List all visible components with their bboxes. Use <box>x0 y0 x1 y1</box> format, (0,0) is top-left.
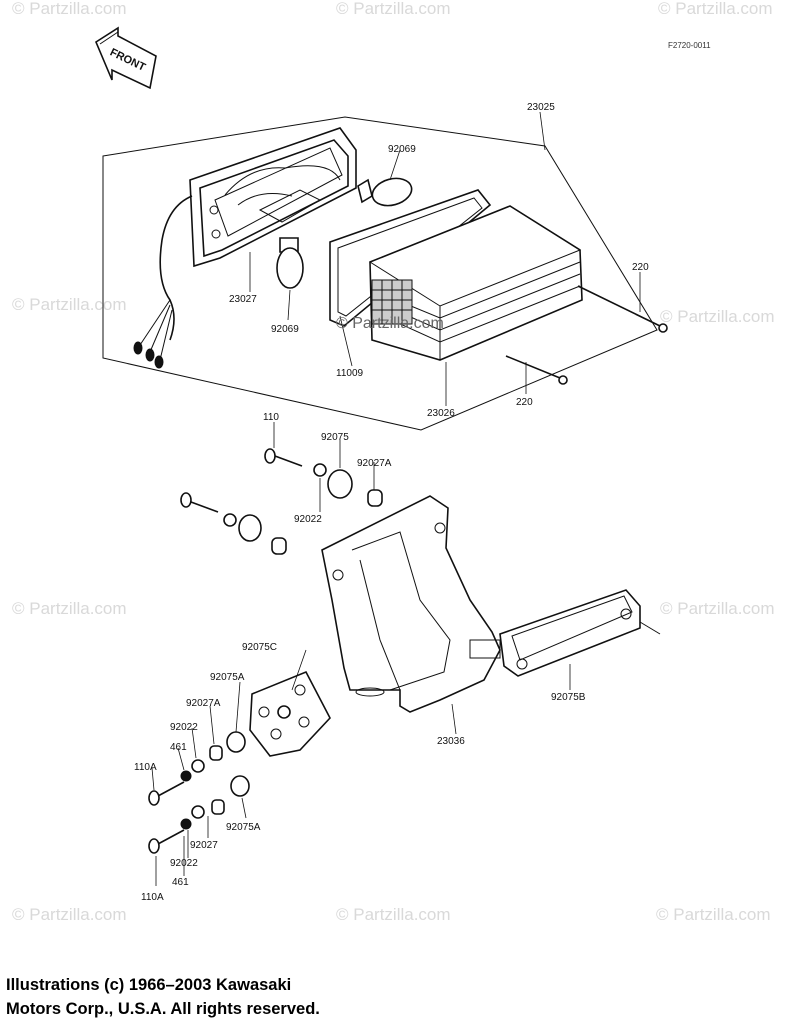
part-label: 23036 <box>437 736 465 747</box>
part-label: 92069 <box>271 324 299 335</box>
watermark: © Partzilla.com <box>12 599 127 618</box>
figure-code: F2720-0011 <box>668 41 711 50</box>
assembly-outline <box>102 116 658 431</box>
watermark: © Partzilla.com <box>12 905 127 924</box>
bolt-110 <box>264 448 303 467</box>
screw-220-lower <box>505 355 568 385</box>
leader-lines <box>151 111 641 886</box>
part-labels: 23025 92069 23027 92069 11009 23026 220 … <box>134 102 649 903</box>
watermark: © Partzilla.com <box>658 0 773 18</box>
part-label: 23027 <box>229 294 257 305</box>
screw-220-right <box>577 285 668 333</box>
bolt-set-left <box>180 492 287 555</box>
watermark: © Partzilla.com <box>656 905 771 924</box>
part-label: 11009 <box>336 368 364 379</box>
bulb-lower <box>276 237 304 289</box>
front-arrow: FRONT <box>95 26 157 90</box>
wiring-harness <box>133 195 193 369</box>
bulb-upper <box>357 177 413 207</box>
part-label: 23025 <box>527 102 555 113</box>
part-label: 110A <box>134 762 157 773</box>
part-label: 220 <box>632 262 649 273</box>
part-label: 110 <box>263 412 279 423</box>
collar-92027a <box>367 489 383 507</box>
part-label: 23026 <box>427 408 455 419</box>
watermark: © Partzilla.com <box>336 905 451 924</box>
part-label: 461 <box>172 877 189 888</box>
fastener-stack-upper <box>148 731 246 806</box>
fastener-stack-lower <box>148 775 250 854</box>
part-label: 92075A <box>210 672 245 683</box>
copyright-notice: Illustrations (c) 1966–2003 Kawasaki Mot… <box>6 973 566 1021</box>
part-label: 92027A <box>357 458 392 469</box>
part-label: 92075 <box>321 432 349 443</box>
grommet-92075 <box>327 469 353 499</box>
bracket <box>321 495 501 713</box>
copyright-line-2: Motors Corp., U.S.A. All rights reserved… <box>6 1000 320 1018</box>
washer-92022 <box>313 463 327 477</box>
watermark: © Partzilla.com <box>660 307 775 326</box>
copyright-line-1: Illustrations (c) 1966–2003 Kawasaki <box>6 976 292 994</box>
part-label: 461 <box>170 742 187 753</box>
watermark-layer: © Partzilla.com © Partzilla.com © Partzi… <box>12 0 775 924</box>
part-label: 92075C <box>242 642 277 653</box>
watermark: © Partzilla.com <box>12 295 127 314</box>
mount-plate <box>249 670 331 757</box>
part-label: 92022 <box>170 858 198 869</box>
part-label: 92075B <box>551 692 586 703</box>
tail-lens <box>368 205 583 361</box>
part-label: 110A <box>141 892 164 903</box>
license-lens <box>499 589 661 677</box>
part-label: 92069 <box>388 144 416 155</box>
part-label: 92075A <box>226 822 261 833</box>
watermark: © Partzilla.com <box>660 599 775 618</box>
watermark: © Partzilla.com <box>12 0 127 18</box>
part-label: 92022 <box>294 514 322 525</box>
part-label: 92027A <box>186 698 221 709</box>
lamp-housing <box>189 127 357 268</box>
center-watermark: © Partzilla.com <box>336 315 444 332</box>
part-label: 220 <box>516 397 533 408</box>
watermark: © Partzilla.com <box>336 0 451 18</box>
part-label: 92022 <box>170 722 198 733</box>
part-label: 92027 <box>190 840 218 851</box>
